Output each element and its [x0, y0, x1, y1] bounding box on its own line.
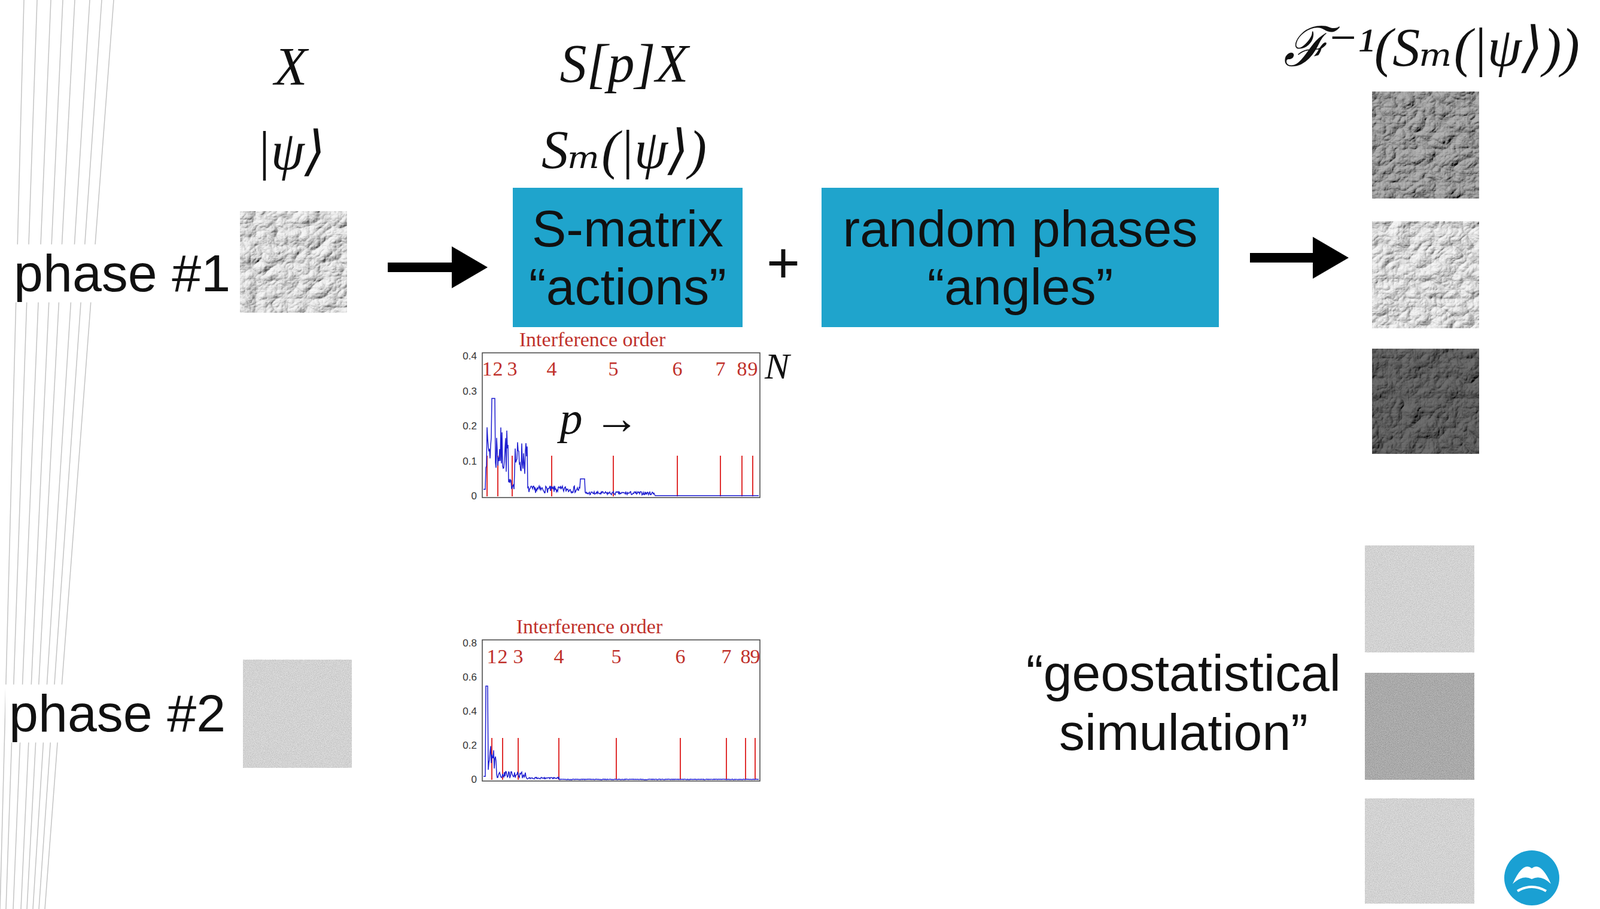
texture-image	[242, 659, 352, 769]
process-box: S-matrix “actions”	[512, 187, 743, 328]
order-number: 1	[487, 645, 498, 668]
axis-tick: 0.4	[462, 706, 477, 719]
order-number: 3	[513, 645, 524, 668]
order-number: 5	[611, 645, 622, 668]
order-number: 2	[497, 645, 509, 668]
order-number: 8	[737, 357, 748, 380]
order-marker	[754, 738, 756, 781]
order-number: 4	[554, 645, 565, 668]
order-number: 3	[507, 357, 518, 380]
order-markers	[491, 738, 756, 781]
order-number: 7	[721, 645, 732, 668]
texture-image	[1364, 673, 1475, 781]
order-marker	[741, 455, 743, 497]
order-number: 6	[672, 357, 683, 380]
order-marker	[725, 738, 728, 781]
order-markers	[487, 455, 753, 497]
chart-title: Interference order	[516, 615, 663, 638]
math-symbol: |ψ⟩	[256, 121, 326, 181]
order-marker	[558, 738, 560, 781]
axis-tick: 0.8	[462, 638, 477, 650]
logo	[1504, 850, 1560, 906]
row-label: phase #1	[10, 244, 234, 303]
order-number: 4	[546, 357, 558, 380]
texture-image	[1372, 348, 1480, 455]
order-number: 8	[740, 645, 751, 668]
note-text: “geostatistical simulation”	[1004, 643, 1364, 763]
order-number: 9	[750, 645, 761, 668]
order-marker	[679, 738, 681, 781]
order-marker	[744, 738, 747, 781]
axis-label: p →	[560, 393, 640, 444]
texture-image	[1364, 798, 1475, 905]
math-symbol: X	[274, 37, 308, 97]
flow-arrow	[1249, 236, 1349, 279]
axis-tick: 0.2	[462, 421, 477, 433]
order-number: 1	[482, 357, 493, 380]
order-number: 9	[747, 357, 759, 380]
box-text: random phases “angles”	[828, 199, 1212, 316]
axis-tick: 0.4	[462, 351, 477, 363]
texture-image	[1372, 91, 1480, 199]
plus-sign: +	[766, 231, 800, 295]
order-number: 2	[493, 357, 504, 380]
axis-tick: 0.1	[462, 455, 477, 468]
order-marker	[752, 455, 754, 497]
math-symbol: S[p]X	[559, 34, 689, 94]
math-symbol: ℱ⁻¹(Sₘ(|ψ⟩))	[1283, 17, 1580, 78]
chart-title: Interference order	[519, 328, 666, 351]
math-symbol: Sₘ(|ψ⟩)	[541, 120, 707, 180]
order-number: 6	[675, 645, 686, 668]
order-marker	[551, 455, 553, 497]
process-box: random phases “angles”	[821, 187, 1219, 328]
texture-image	[1364, 545, 1475, 653]
spectrum-path	[483, 686, 759, 780]
order-marker	[719, 455, 722, 497]
math-symbol: N	[764, 345, 790, 387]
axis-tick: 0.3	[462, 385, 477, 398]
axis-tick: 0	[471, 491, 477, 503]
order-marker	[511, 455, 513, 497]
order-number: 7	[715, 357, 726, 380]
decor-lines	[0, 0, 114, 909]
spectrum-line	[483, 686, 759, 780]
axis-tick: 0.6	[462, 672, 477, 684]
box-text: S-matrix “actions”	[519, 199, 736, 316]
texture-image	[1372, 221, 1480, 329]
order-marker	[502, 738, 504, 781]
row-label: phase #2	[5, 685, 230, 744]
axis-tick: 0	[471, 774, 477, 787]
chart-frame	[482, 353, 760, 782]
axis-tick: 0.2	[462, 740, 477, 753]
order-number: 5	[608, 357, 619, 380]
flow-arrow	[387, 246, 488, 289]
order-marker	[612, 455, 614, 497]
order-marker	[615, 738, 617, 781]
order-marker	[676, 455, 678, 497]
texture-image	[239, 211, 348, 313]
